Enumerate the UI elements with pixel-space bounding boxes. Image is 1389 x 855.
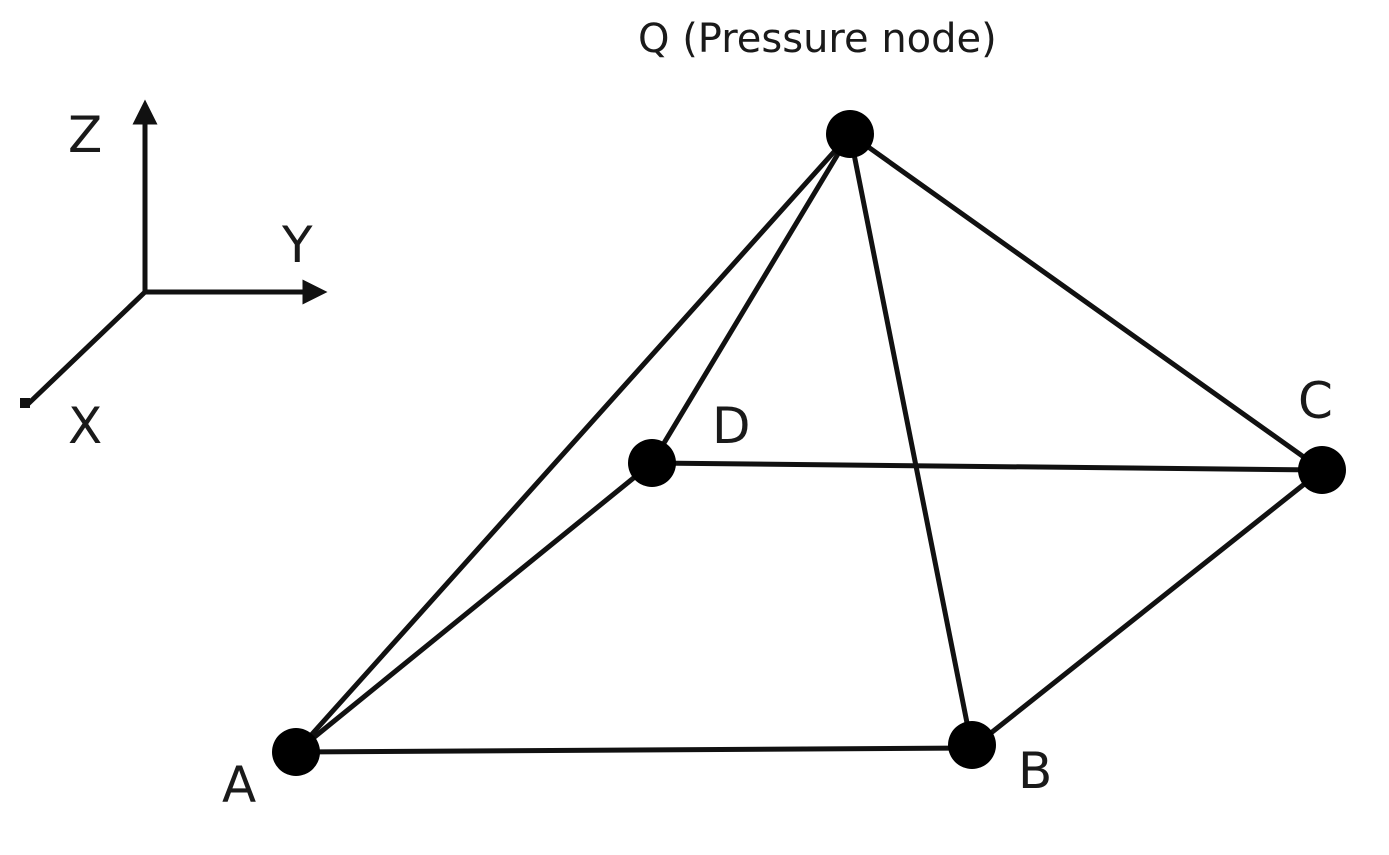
node-b	[948, 721, 996, 769]
node-c-label: C	[1298, 372, 1333, 430]
edge-q-d	[649, 131, 853, 466]
node-d	[628, 439, 676, 487]
edge-q-b	[847, 131, 975, 751]
node-q-label: Q (Pressure node)	[638, 16, 997, 62]
node-d-label: D	[712, 397, 751, 455]
node-c	[1298, 446, 1346, 494]
edge-c-d	[649, 460, 1325, 473]
x-axis-label: X	[68, 397, 102, 455]
edge-q-c	[847, 131, 1325, 473]
node-a-label: A	[222, 756, 256, 814]
axis-triad: Z Y X	[20, 99, 328, 455]
z-axis-label: Z	[68, 106, 102, 164]
edge-a-b	[293, 745, 975, 755]
pyramid-edges	[293, 131, 1325, 755]
edge-b-c	[969, 467, 1325, 751]
node-q	[826, 110, 874, 158]
edge-d-a	[293, 460, 655, 755]
x-axis-line	[25, 289, 148, 407]
edge-q-a	[293, 131, 853, 755]
node-b-label: B	[1018, 742, 1052, 800]
node-a	[272, 728, 320, 776]
x-axis-end-tick	[20, 398, 30, 408]
pyramid-nodes	[272, 110, 1346, 776]
y-axis-label: Y	[281, 216, 313, 274]
node-labels: Q (Pressure node) D C B A	[222, 16, 1333, 814]
